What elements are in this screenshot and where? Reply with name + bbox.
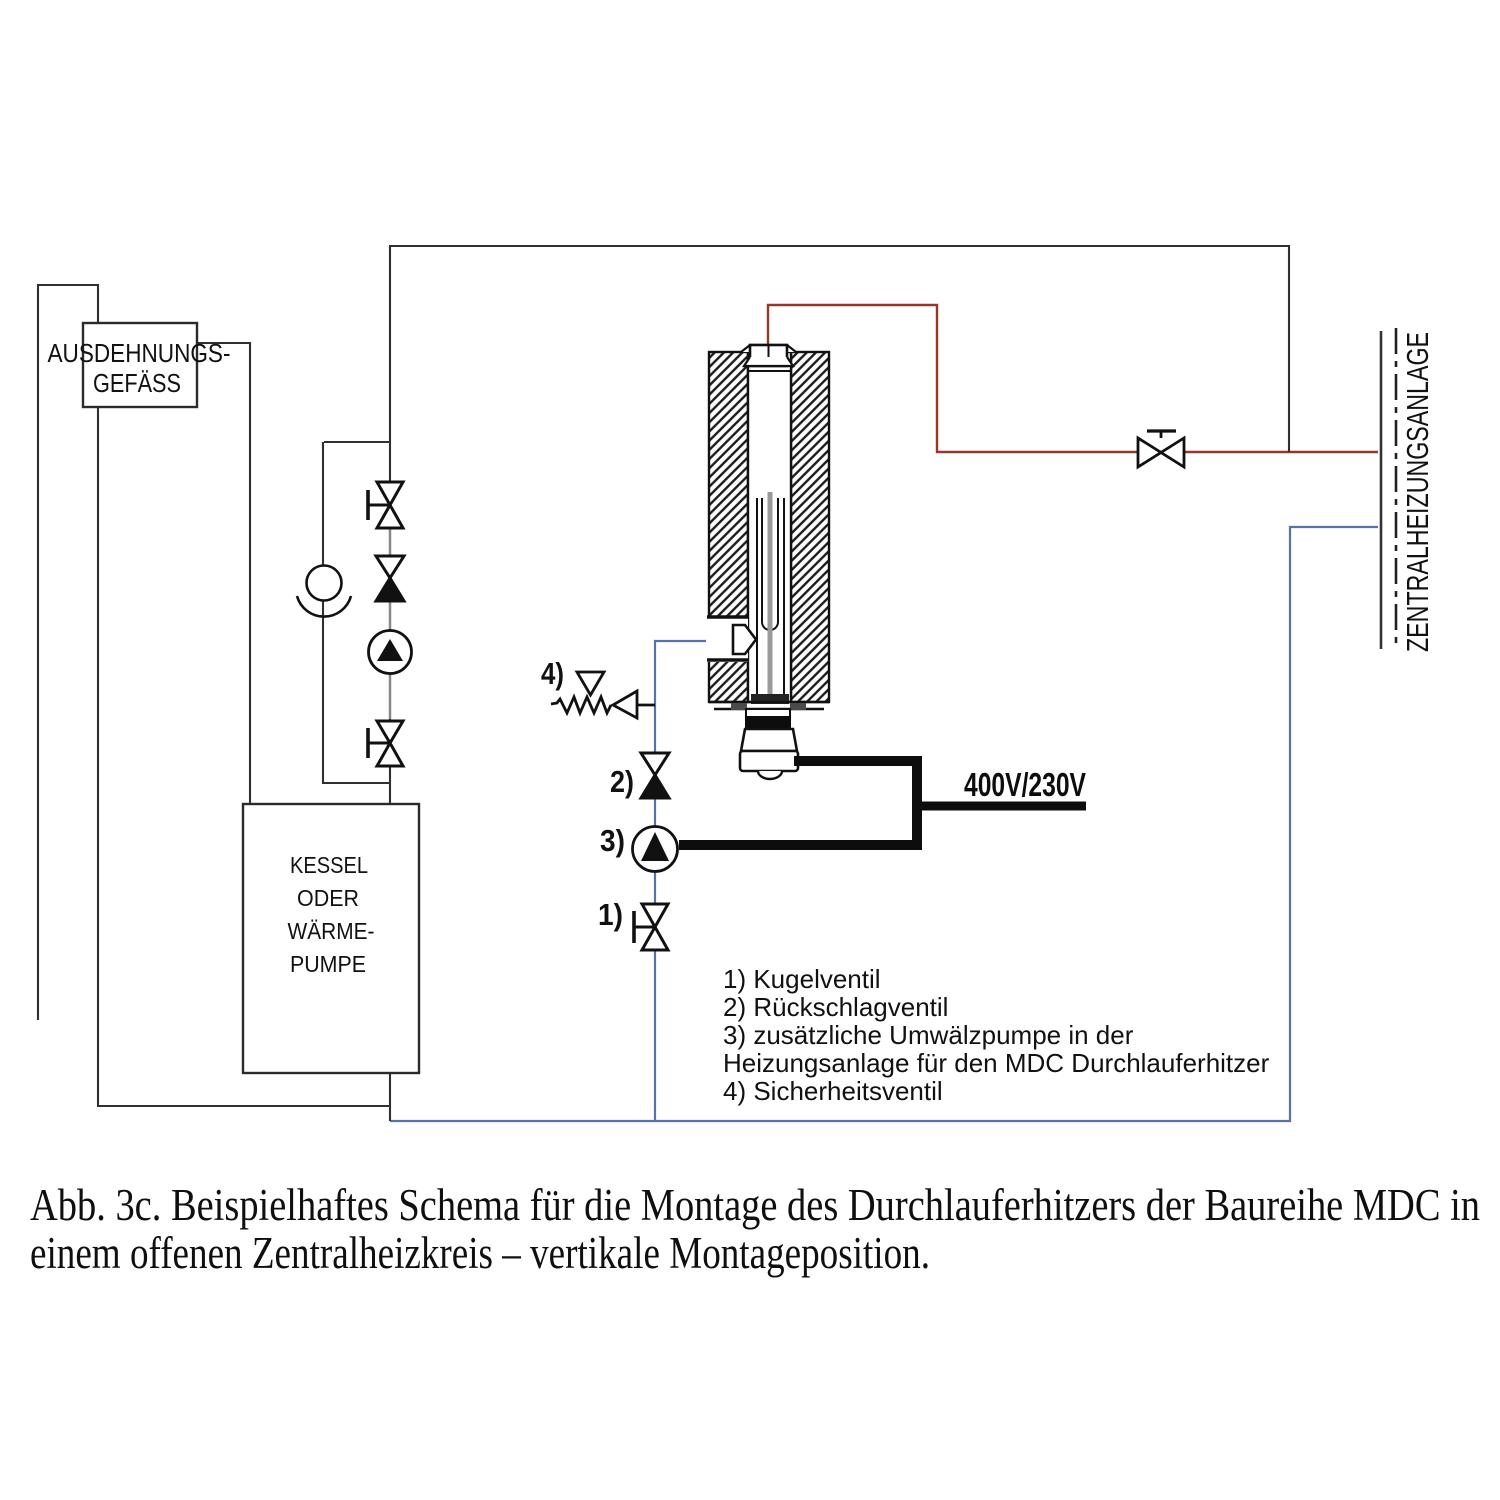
svg-text:2): 2) <box>610 764 634 799</box>
svg-text:KESSEL: KESSEL <box>290 852 368 878</box>
svg-text:2) Rückschlagventil: 2) Rückschlagventil <box>723 992 948 1022</box>
svg-text:1): 1) <box>598 897 623 932</box>
svg-text:einem offenen Zentralheizkreis: einem offenen Zentralheizkreis – vertika… <box>30 1228 930 1278</box>
svg-text:1) Kugelventil: 1) Kugelventil <box>723 964 881 994</box>
svg-text:GEFÄSS: GEFÄSS <box>93 368 181 398</box>
svg-text:Heizungsanlage für den MDC Dur: Heizungsanlage für den MDC Durchlauferhi… <box>723 1048 1270 1078</box>
svg-text:AUSDEHNUNGS-: AUSDEHNUNGS- <box>48 338 231 368</box>
svg-text:Abb. 3c. Beispielhaftes Schema: Abb. 3c. Beispielhaftes Schema für die M… <box>30 1180 1480 1230</box>
svg-text:PUMPE: PUMPE <box>290 951 366 977</box>
svg-text:ZENTRALHEIZUNGSANLAGE: ZENTRALHEIZUNGSANLAGE <box>1400 332 1435 652</box>
svg-text:4): 4) <box>541 656 564 691</box>
svg-text:400V/230V: 400V/230V <box>964 766 1086 803</box>
svg-text:ODER: ODER <box>297 885 359 911</box>
svg-text:WÄRME-: WÄRME- <box>288 918 375 944</box>
svg-text:3): 3) <box>600 823 625 858</box>
svg-text:3) zusätzliche Umwälzpumpe in: 3) zusätzliche Umwälzpumpe in der <box>723 1020 1134 1050</box>
svg-text:4) Sicherheitsventil: 4) Sicherheitsventil <box>723 1076 943 1106</box>
